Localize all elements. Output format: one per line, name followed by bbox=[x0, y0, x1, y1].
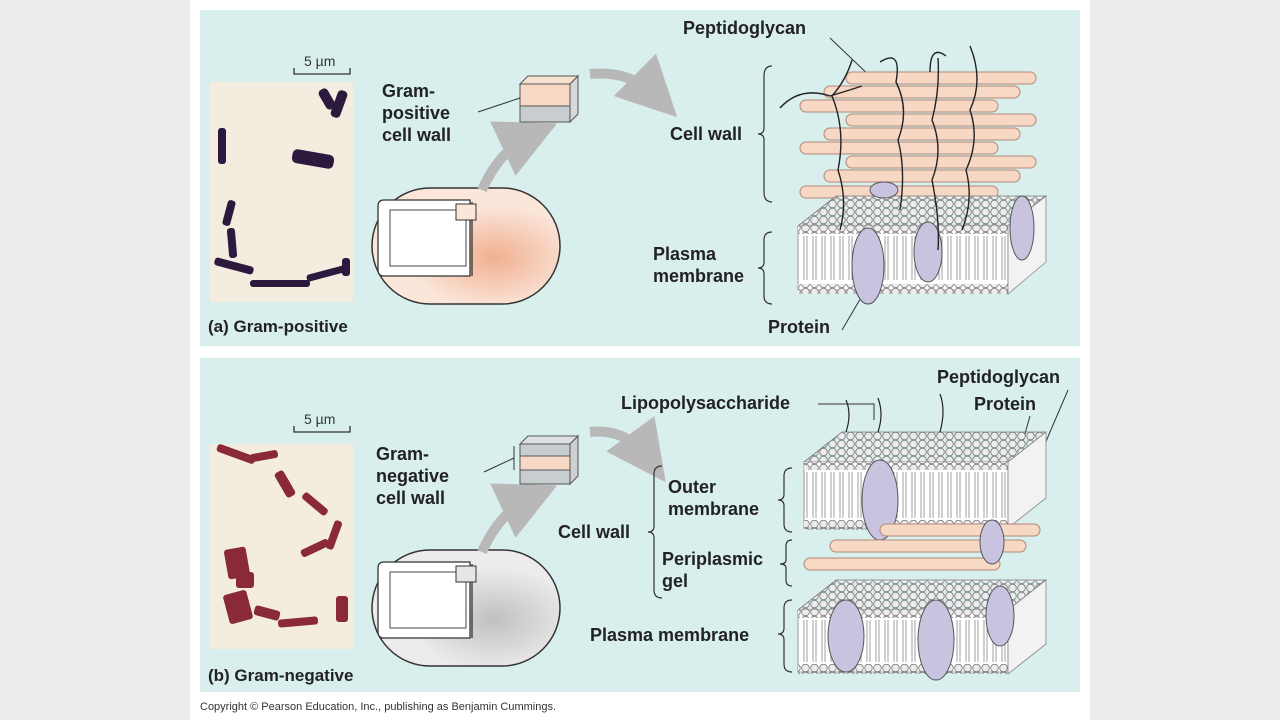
gram-positive-cell-illustration bbox=[371, 187, 561, 305]
label-lipopolysaccharide: Lipopolysaccharide bbox=[621, 393, 790, 413]
scale-bar-a bbox=[293, 68, 351, 75]
peptidoglycan-layers-a bbox=[799, 71, 1037, 199]
caption-gram-negative: (b) Gram-negative bbox=[208, 666, 353, 685]
label-protein-b: Protein bbox=[974, 394, 1036, 414]
gram-negative-cell-illustration bbox=[371, 549, 561, 667]
label-outer-line1: Outer bbox=[668, 477, 716, 497]
label-outer-line2: membrane bbox=[668, 499, 759, 519]
wall-label-b-line1: Gram- bbox=[376, 444, 429, 464]
plasma-membrane-b bbox=[796, 579, 1048, 681]
wall-label-a-line1: Gram- bbox=[382, 81, 435, 101]
gram-positive-wall-cube bbox=[518, 74, 580, 124]
gram-negative-wall-cube bbox=[518, 434, 580, 486]
label-protein-a: Protein bbox=[768, 317, 830, 337]
caption-gram-positive: (a) Gram-positive bbox=[208, 317, 348, 336]
label-plasma-a-line1: Plasma bbox=[653, 244, 717, 264]
scale-label-b: 5 µm bbox=[304, 411, 335, 427]
label-periplasmic-line2: gel bbox=[662, 571, 688, 591]
arrow-cube-to-detail-a bbox=[589, 53, 678, 118]
label-peptidoglycan-a: Peptidoglycan bbox=[683, 18, 806, 38]
label-cell-wall-b: Cell wall bbox=[558, 522, 630, 542]
scale-label-a: 5 µm bbox=[304, 53, 335, 69]
wall-label-pointer-a bbox=[477, 97, 521, 113]
copyright-notice: Copyright © Pearson Education, Inc., pub… bbox=[200, 701, 556, 713]
plasma-membrane-a bbox=[796, 181, 1048, 305]
label-plasma-b: Plasma membrane bbox=[590, 625, 749, 645]
periplasm-protein-b bbox=[979, 519, 1005, 565]
gram-positive-micrograph bbox=[210, 82, 353, 302]
brace-cell-wall-a bbox=[757, 65, 773, 203]
arrow-cell-to-cube-b bbox=[477, 483, 558, 555]
label-cell-wall-a: Cell wall bbox=[670, 124, 742, 144]
arrow-cell-to-cube-a bbox=[477, 121, 558, 193]
wall-label-a-line2: positive bbox=[382, 103, 450, 123]
arrow-cube-to-detail-b bbox=[589, 416, 666, 483]
panel-gram-negative: 5 µm Gram- negative cell wall (b) Gram-n… bbox=[200, 358, 1080, 692]
label-peptidoglycan-b: Peptidoglycan bbox=[937, 367, 1060, 387]
brace-plasma-a bbox=[757, 231, 773, 305]
scale-bar-b bbox=[293, 426, 351, 433]
wall-label-b-line2: negative bbox=[376, 466, 449, 486]
gram-negative-micrograph bbox=[210, 444, 353, 649]
label-periplasmic-line1: Periplasmic bbox=[662, 549, 763, 569]
wall-label-b-line3: cell wall bbox=[376, 488, 445, 508]
panel-gram-positive: 5 µm Gram- positive cell wall (a) Gram-p… bbox=[200, 10, 1080, 346]
teichoic-acid-strands-a bbox=[779, 45, 978, 251]
label-plasma-a-line2: membrane bbox=[653, 266, 744, 286]
wall-label-a-line3: cell wall bbox=[382, 125, 451, 145]
